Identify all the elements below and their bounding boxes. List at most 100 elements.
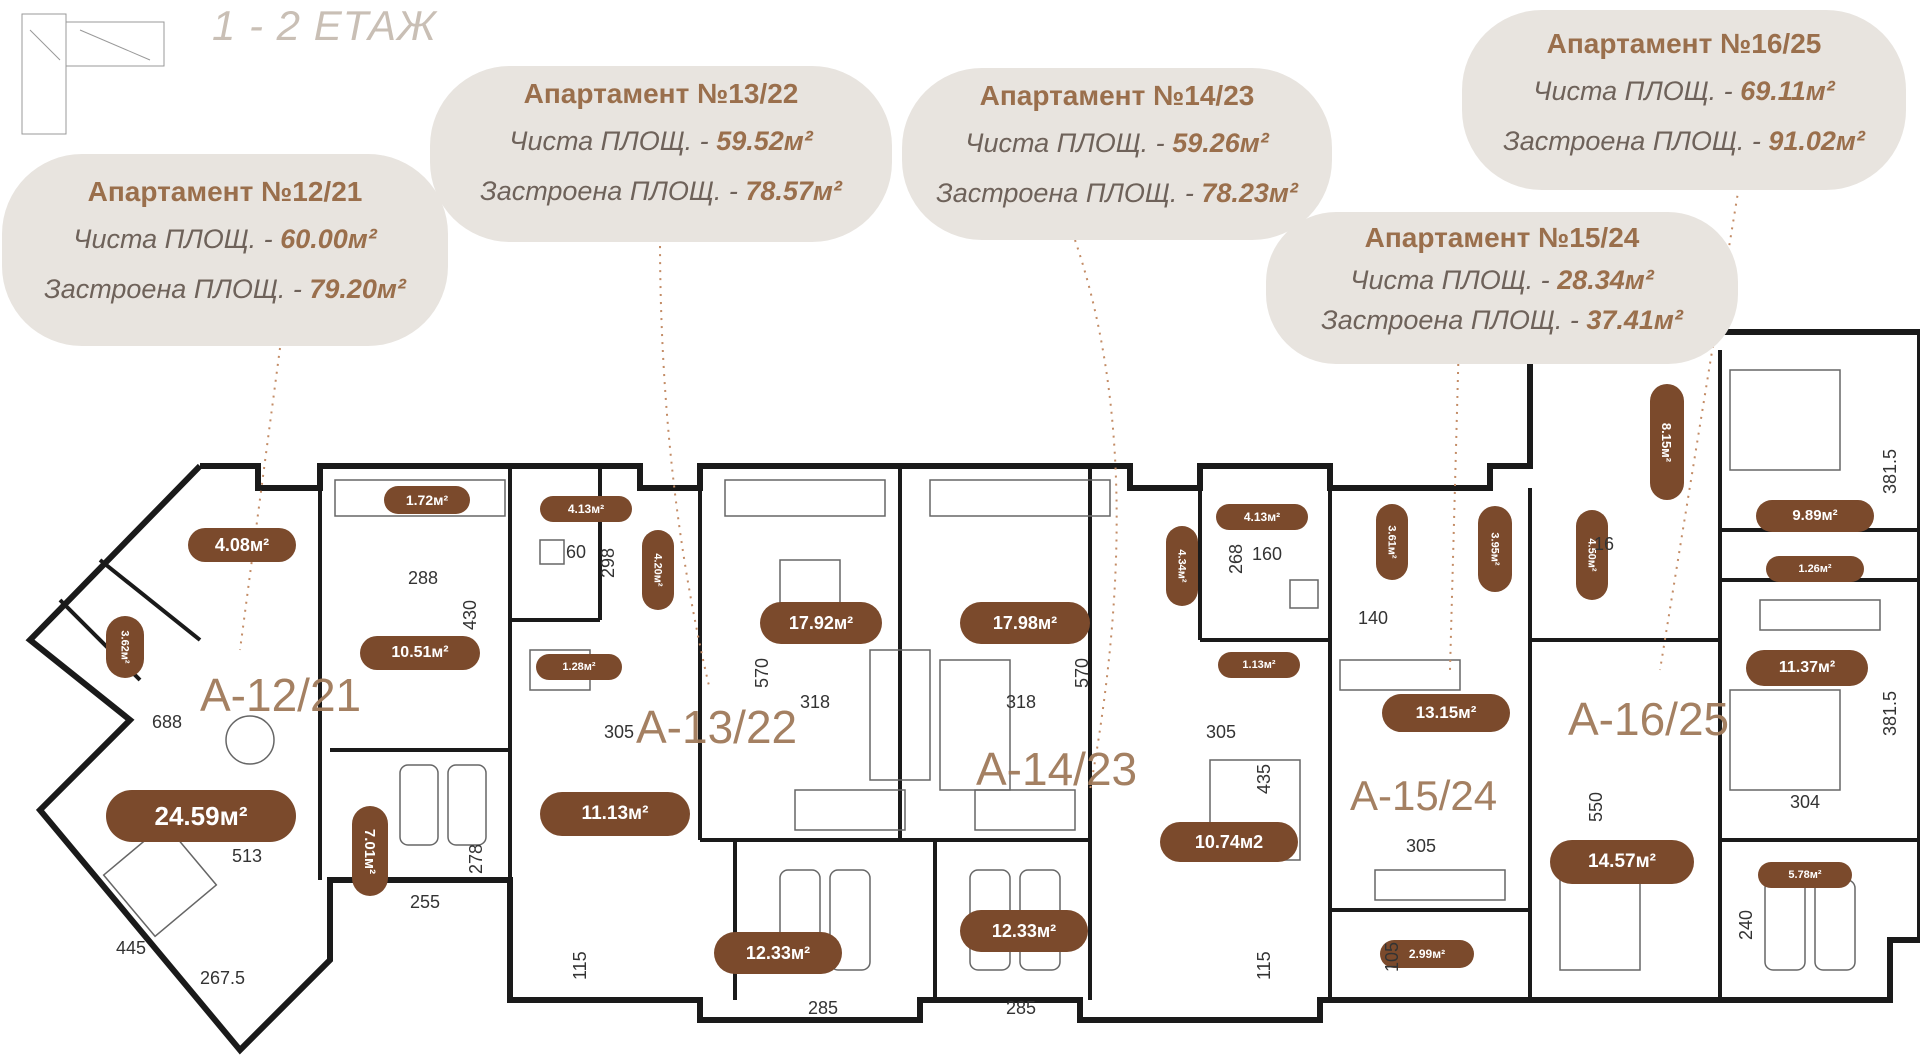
apartment-title: Апартамент №16/25 <box>1546 28 1822 59</box>
floor-title: 1 - 2 ЕТАЖ <box>212 2 437 49</box>
dimension-label: 570 <box>1072 657 1092 688</box>
net-area-row: Чиста ПЛОЩ. - 69.11м² <box>1533 76 1835 106</box>
built-area-row: Застроена ПЛОЩ. - 78.23м² <box>936 178 1298 208</box>
room-area-pill: 1.72м² <box>384 486 470 514</box>
net-area-value: 28.34м² <box>1557 265 1654 295</box>
dimension-label: 304 <box>1790 792 1821 812</box>
net-area-row: Чиста ПЛОЩ. - 59.26м² <box>965 128 1269 158</box>
apartment-card-15-24[interactable]: Апартамент №15/24 Чиста ПЛОЩ. - 28.34м² … <box>1266 212 1738 364</box>
room-area-pill: 1.26м² <box>1766 556 1864 582</box>
room-area-pill: 3.61м² <box>1376 504 1408 580</box>
room-area-pill: 3.95м² <box>1478 506 1512 592</box>
net-area-row: Чиста ПЛОЩ. - 60.00м² <box>73 224 377 254</box>
net-area-row: Чиста ПЛОЩ. - 28.34м² <box>1350 265 1654 295</box>
room-area-pill: 10.51м² <box>360 636 480 670</box>
room-area-pill: 4.13м² <box>540 496 632 522</box>
room-area-pill: 4.20м² <box>642 530 674 610</box>
dimension-label: 305 <box>604 722 635 742</box>
dimension-label: 105 <box>1382 941 1402 972</box>
plan-label-14-23: А-14/23 <box>976 743 1138 795</box>
dimension-label: 550 <box>1586 791 1606 822</box>
apartment-card-12-21[interactable]: Апартамент №12/21 Чиста ПЛОЩ. - 60.00м² … <box>2 154 448 346</box>
dimension-label: 318 <box>800 692 831 712</box>
dimension-label: 298 <box>598 547 618 578</box>
room-area-pill: 8.15м² <box>1650 384 1684 500</box>
built-area-value: 37.41м² <box>1586 305 1683 335</box>
dimension-label: 267.5 <box>200 968 246 988</box>
dimension-label: 288 <box>408 568 439 588</box>
apartment-card-13-22[interactable]: Апартамент №13/22 Чиста ПЛОЩ. - 59.52м² … <box>430 66 892 242</box>
room-area-pill: 9.89м² <box>1756 500 1874 532</box>
dimension-label: 513 <box>232 846 263 866</box>
dimension-label: 115 <box>570 951 590 980</box>
leader-lines <box>239 179 1741 791</box>
dimension-label: 430 <box>460 599 480 630</box>
built-area-value: 78.23м² <box>1201 178 1298 208</box>
dimension-label: 115 <box>1254 951 1274 980</box>
net-area-value: 59.26м² <box>1172 128 1269 158</box>
room-area-pill: 12.33м² <box>714 932 842 974</box>
dimension-label: 278 <box>466 843 486 874</box>
built-area-row: Застроена ПЛОЩ. - 78.57м² <box>480 176 842 206</box>
built-area-value: 79.20м² <box>309 274 406 304</box>
dimension-label: 60 <box>566 542 587 562</box>
dimension-label: 140 <box>1358 608 1389 628</box>
furniture <box>102 369 1881 971</box>
net-area-value: 69.11м² <box>1740 76 1835 106</box>
room-area-pill: 4.13м² <box>1216 504 1308 530</box>
dimension-label: 318 <box>1006 692 1037 712</box>
room-area-pill: 17.98м² <box>960 602 1090 644</box>
room-area-pill: 3.62м² <box>106 616 144 678</box>
room-area-pill: 10.74м2 <box>1160 822 1298 862</box>
dimension-label: 16 <box>1594 534 1615 554</box>
apartment-card-16-25[interactable]: Апартамент №16/25 Чиста ПЛОЩ. - 69.11м² … <box>1462 10 1906 190</box>
plan-label-12-21: А-12/21 <box>200 669 362 721</box>
room-area-pill: 1.13м² <box>1218 652 1300 678</box>
room-area-pill: 17.92м² <box>760 602 882 644</box>
apartment-title: Апартамент №14/23 <box>979 80 1255 111</box>
dimension-label: 160 <box>1252 544 1283 564</box>
apartment-title: Апартамент №12/21 <box>87 176 363 207</box>
dimension-label: 240 <box>1736 909 1756 940</box>
plan-label-13-22: А-13/22 <box>636 701 798 753</box>
room-area-pill: 11.13м² <box>540 792 690 836</box>
room-area-pill: 12.33м² <box>960 910 1088 952</box>
room-area-pill: 4.34м² <box>1166 526 1198 606</box>
dimension-label: 570 <box>752 657 772 688</box>
dimension-label: 305 <box>1406 836 1437 856</box>
net-area-value: 59.52м² <box>716 126 813 156</box>
room-area-pill: 1.28м² <box>536 654 622 680</box>
room-area-pill: 4.08м² <box>188 528 296 562</box>
room-area-pill: 4.50м² <box>1576 510 1608 600</box>
dimension-label: 305 <box>1206 722 1237 742</box>
plan-label-15-24: А-15/24 <box>1350 772 1498 819</box>
key-plan-thumbnail <box>21 13 165 135</box>
built-area-value: 91.02м² <box>1768 126 1865 156</box>
room-area-pill: 14.57м² <box>1550 840 1694 884</box>
room-area-pill: 2.99м² <box>1380 940 1474 968</box>
built-area-value: 78.57м² <box>745 176 842 206</box>
interior-walls <box>58 350 1920 1000</box>
dimension-label: 381.5 <box>1880 690 1900 736</box>
plan-label-16-25: А-16/25 <box>1568 693 1730 745</box>
dimension-label: 285 <box>808 998 839 1018</box>
apartment-title: Апартамент №13/22 <box>523 78 799 109</box>
dimension-label: 435 <box>1254 763 1274 794</box>
dimension-label: 381.5 <box>1880 448 1900 494</box>
dimension-label: 268 <box>1226 543 1246 574</box>
apartment-title: Апартамент №15/24 <box>1364 222 1640 253</box>
room-area-pill: 11.37м² <box>1746 650 1868 686</box>
built-area-row: Застроена ПЛОЩ. - 79.20м² <box>44 274 406 304</box>
dimension-label: 688 <box>152 712 183 732</box>
room-area-pill: 13.15м² <box>1382 694 1510 732</box>
net-area-value: 60.00м² <box>280 224 377 254</box>
dimension-label: 285 <box>1006 998 1037 1018</box>
room-area-pill: 24.59м² <box>106 790 296 842</box>
built-area-row: Застроена ПЛОЩ. - 91.02м² <box>1503 126 1865 156</box>
built-area-row: Застроена ПЛОЩ. - 37.41м² <box>1321 305 1683 335</box>
room-area-pill: 7.01м² <box>352 806 388 896</box>
dimension-label: 445 <box>116 938 147 958</box>
dimension-label: 255 <box>410 892 441 912</box>
apartment-card-14-23[interactable]: Апартамент №14/23 Чиста ПЛОЩ. - 59.26м² … <box>902 68 1332 240</box>
